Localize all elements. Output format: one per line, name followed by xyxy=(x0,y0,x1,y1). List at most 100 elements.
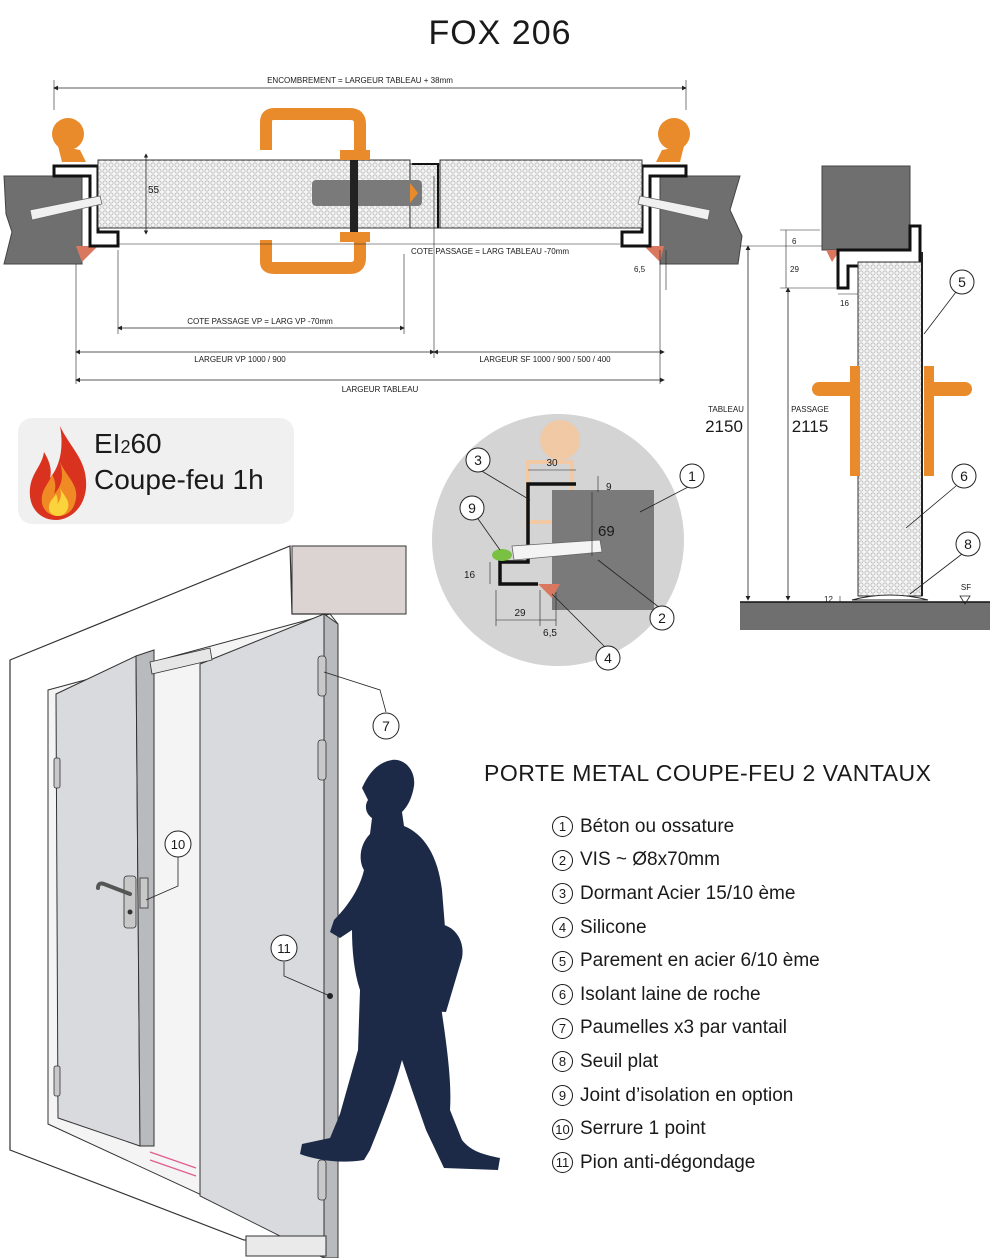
legend-label: Dormant Acier 15/10 ème xyxy=(580,882,796,904)
rating-prefix: EI xyxy=(94,428,121,459)
largeur-vp-label: LARGEUR VP 1000 / 900 xyxy=(194,355,286,364)
rating-minutes: 60 xyxy=(130,428,162,459)
legend-number: 2 xyxy=(552,849,573,871)
legend-number: 3 xyxy=(552,883,573,905)
callout-9: 9 xyxy=(459,495,485,521)
section-dim-6: 6 xyxy=(792,237,797,246)
legend-number: 9 xyxy=(552,1085,573,1107)
lock-plate xyxy=(123,875,137,929)
legend-item: 3 Dormant Acier 15/10 ème xyxy=(552,877,820,911)
legend-label: Béton ou ossature xyxy=(580,815,735,837)
wall-block xyxy=(291,545,407,615)
section-dim-16: 16 xyxy=(840,299,849,308)
legend-number: 1 xyxy=(552,816,573,838)
detail-dim-16: 16 xyxy=(464,570,476,581)
sf-label: SF xyxy=(961,583,971,592)
flame-icon xyxy=(29,426,87,520)
detail-dim-30: 30 xyxy=(546,458,558,469)
thickness-label: 55 xyxy=(148,185,160,196)
frame-detail: 30 9 69 16 29 6,5 1 2 3 4 9 xyxy=(432,414,705,671)
passage-label: PASSAGE xyxy=(791,405,829,414)
callout-11: 11 xyxy=(270,934,298,962)
hinge-middle xyxy=(317,739,327,781)
legend-label: Isolant laine de roche xyxy=(580,983,761,1005)
legend-number: 5 xyxy=(552,950,573,972)
callout-7: 7 xyxy=(372,712,400,740)
legend-item: 5 Parement en acier 6/10 ème xyxy=(552,944,820,978)
legend-label: VIS ~ Ø8x70mm xyxy=(580,849,720,871)
screw-left xyxy=(29,195,103,221)
product-title: PORTE METAL COUPE-FEU 2 VANTAUX xyxy=(484,760,932,786)
section-handle-left xyxy=(812,382,858,396)
legend-list: 1 Béton ou ossature 2 VIS ~ Ø8x70mm 3 Dorma… xyxy=(552,810,820,1180)
section-dim-12: 12 xyxy=(824,595,833,604)
legend-item: 4 Silicone xyxy=(552,911,820,945)
svg-text:7: 7 xyxy=(382,718,390,734)
section-threshold xyxy=(851,594,929,601)
legend-number: 10 xyxy=(552,1118,573,1140)
hinge-right xyxy=(658,118,690,150)
door-perspective: 7 10 11 xyxy=(9,545,500,1258)
largeur-sf-label: LARGEUR SF 1000 / 900 / 500 / 400 xyxy=(479,355,611,364)
silicone-left xyxy=(76,246,98,262)
legend-label: Serrure 1 point xyxy=(580,1118,706,1140)
rating-sub: 2 xyxy=(120,437,131,457)
plan-view: ENCOMBREMENT = LARGEUR TABLEAU + 38mm xyxy=(3,76,743,394)
detail-dim-9: 9 xyxy=(606,482,612,493)
section-dim-29: 29 xyxy=(790,265,799,274)
legend-label: Seuil plat xyxy=(580,1050,659,1072)
legend-item: 2 VIS ~ Ø8x70mm xyxy=(552,844,820,878)
lock-body xyxy=(312,180,422,206)
detail-joint xyxy=(492,549,512,561)
callout-3: 3 xyxy=(465,447,491,473)
largeur-tableau-label: LARGEUR TABLEAU xyxy=(342,385,419,394)
svg-text:8: 8 xyxy=(964,536,972,552)
legend-label: Parement en acier 6/10 ème xyxy=(580,950,820,972)
detail-screw xyxy=(511,539,603,561)
cote-passage-vp-label: COTE PASSAGE VP = LARG VP -70mm xyxy=(187,317,333,326)
legend-item: 6 Isolant laine de roche xyxy=(552,978,820,1012)
detail-dim-69: 69 xyxy=(598,523,615,540)
callout-10: 10 xyxy=(164,830,192,858)
svg-text:1: 1 xyxy=(688,468,696,484)
legend-item: 1 Béton ou ossature xyxy=(552,810,820,844)
passage-value: 2115 xyxy=(792,417,829,436)
svg-text:4: 4 xyxy=(604,650,612,666)
callout-1: 1 xyxy=(679,463,705,489)
legend-number: 4 xyxy=(552,917,573,939)
section-rosette-left xyxy=(850,366,860,476)
legend-number: 6 xyxy=(552,984,573,1006)
right-wall xyxy=(659,175,743,265)
left-wall xyxy=(3,175,83,265)
callout-6: 6 xyxy=(951,463,977,489)
section-lintel xyxy=(821,165,911,251)
vertical-section: SF TABLEAU 2150 PASSAGE 2115 6 29 16 12 … xyxy=(705,165,990,630)
legend-label: Paumelles x3 par vantail xyxy=(580,1017,787,1039)
fire-rating-code: EI260 xyxy=(94,428,162,460)
hinge-left xyxy=(52,118,84,150)
legend-label: Silicone xyxy=(580,916,647,938)
svg-text:9: 9 xyxy=(468,500,476,516)
detail-frame xyxy=(498,482,576,586)
page-title: FOX 206 xyxy=(428,14,572,52)
detail-dim-6-5: 6,5 xyxy=(543,628,557,639)
screw-right xyxy=(637,195,711,221)
legend-label: Pion anti-dégondage xyxy=(580,1151,756,1173)
svg-text:6: 6 xyxy=(960,468,968,484)
door-handle xyxy=(96,881,132,896)
cote-passage-label: COTE PASSAGE = LARG TABLEAU -70mm xyxy=(411,247,569,256)
fire-rating-label: Coupe-feu 1h xyxy=(94,464,264,495)
detail-silicone xyxy=(538,584,560,598)
tableau-label: TABLEAU xyxy=(708,405,744,414)
svg-text:10: 10 xyxy=(171,837,185,852)
callout-2: 2 xyxy=(649,605,675,631)
silicone-right xyxy=(644,246,664,262)
handle-bottom xyxy=(260,240,366,274)
svg-text:11: 11 xyxy=(277,941,291,956)
section-frame xyxy=(836,224,922,290)
handle-top xyxy=(260,108,366,150)
